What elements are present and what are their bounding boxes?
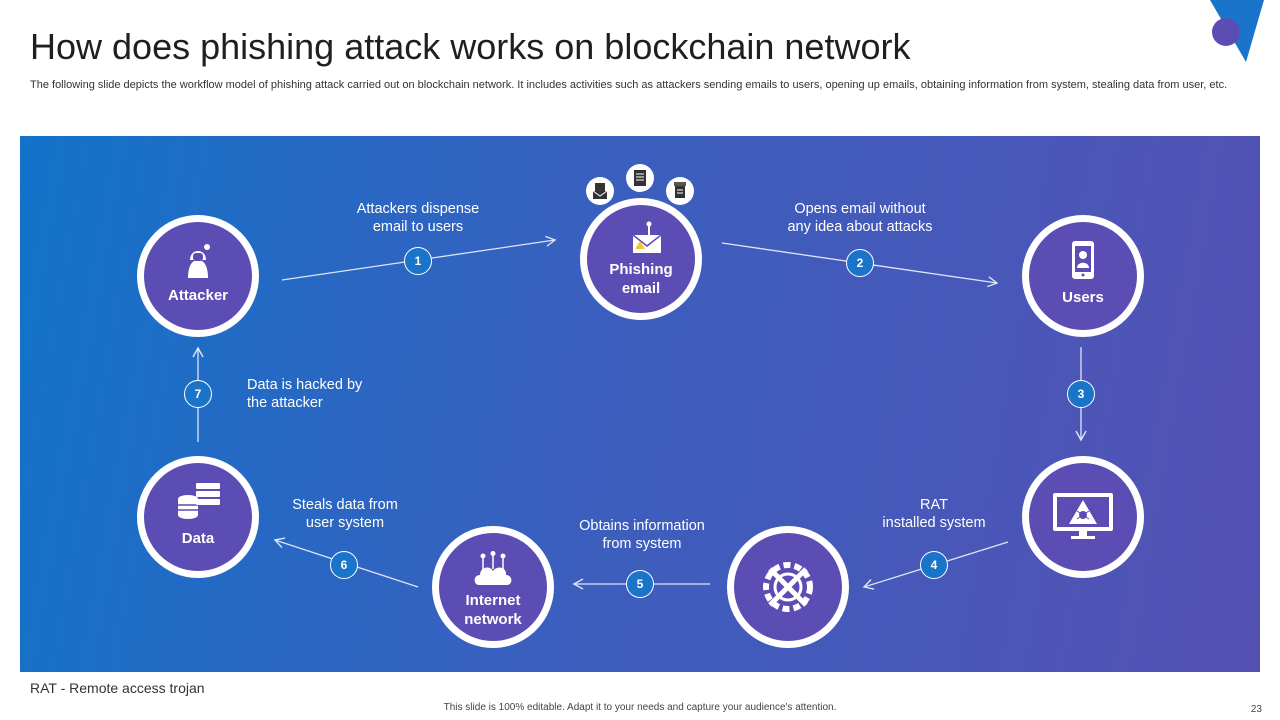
page-subtitle: The following slide depicts the workflow… xyxy=(30,79,1228,91)
phishing-email-icon xyxy=(632,221,662,253)
corner-decoration xyxy=(1210,0,1264,62)
page-number: 23 xyxy=(1250,704,1262,715)
network-cloud-icon xyxy=(474,551,512,585)
rat-installed-node xyxy=(1022,456,1144,578)
step-badge-1: 1 xyxy=(404,247,432,275)
step-badge-5: 5 xyxy=(626,570,654,598)
mail-document-icon xyxy=(586,177,614,205)
footer-text: This slide is 100% editable. Adapt it to… xyxy=(443,702,837,713)
database-server-icon xyxy=(178,483,220,519)
hacker-icon xyxy=(188,244,210,278)
users-node: Users xyxy=(1022,215,1144,337)
step-badge-7: 7 xyxy=(184,380,212,408)
step-badge-4: 4 xyxy=(920,551,948,579)
infected-monitor-icon xyxy=(1053,493,1113,539)
attacker-node: Attacker xyxy=(137,215,259,337)
alert-document-icon xyxy=(666,177,694,205)
data-node: Data xyxy=(137,456,259,578)
step-badge-2: 2 xyxy=(846,249,874,277)
system-info-node xyxy=(727,526,849,648)
page-title: How does phishing attack works on blockc… xyxy=(30,26,911,67)
step-badge-3: 3 xyxy=(1067,380,1095,408)
footnote: RAT - Remote access trojan xyxy=(30,680,205,696)
smartphone-user-icon xyxy=(1072,241,1094,279)
email-list-icon xyxy=(626,164,654,192)
step-badge-6: 6 xyxy=(330,551,358,579)
gear-tools-icon xyxy=(763,562,813,612)
